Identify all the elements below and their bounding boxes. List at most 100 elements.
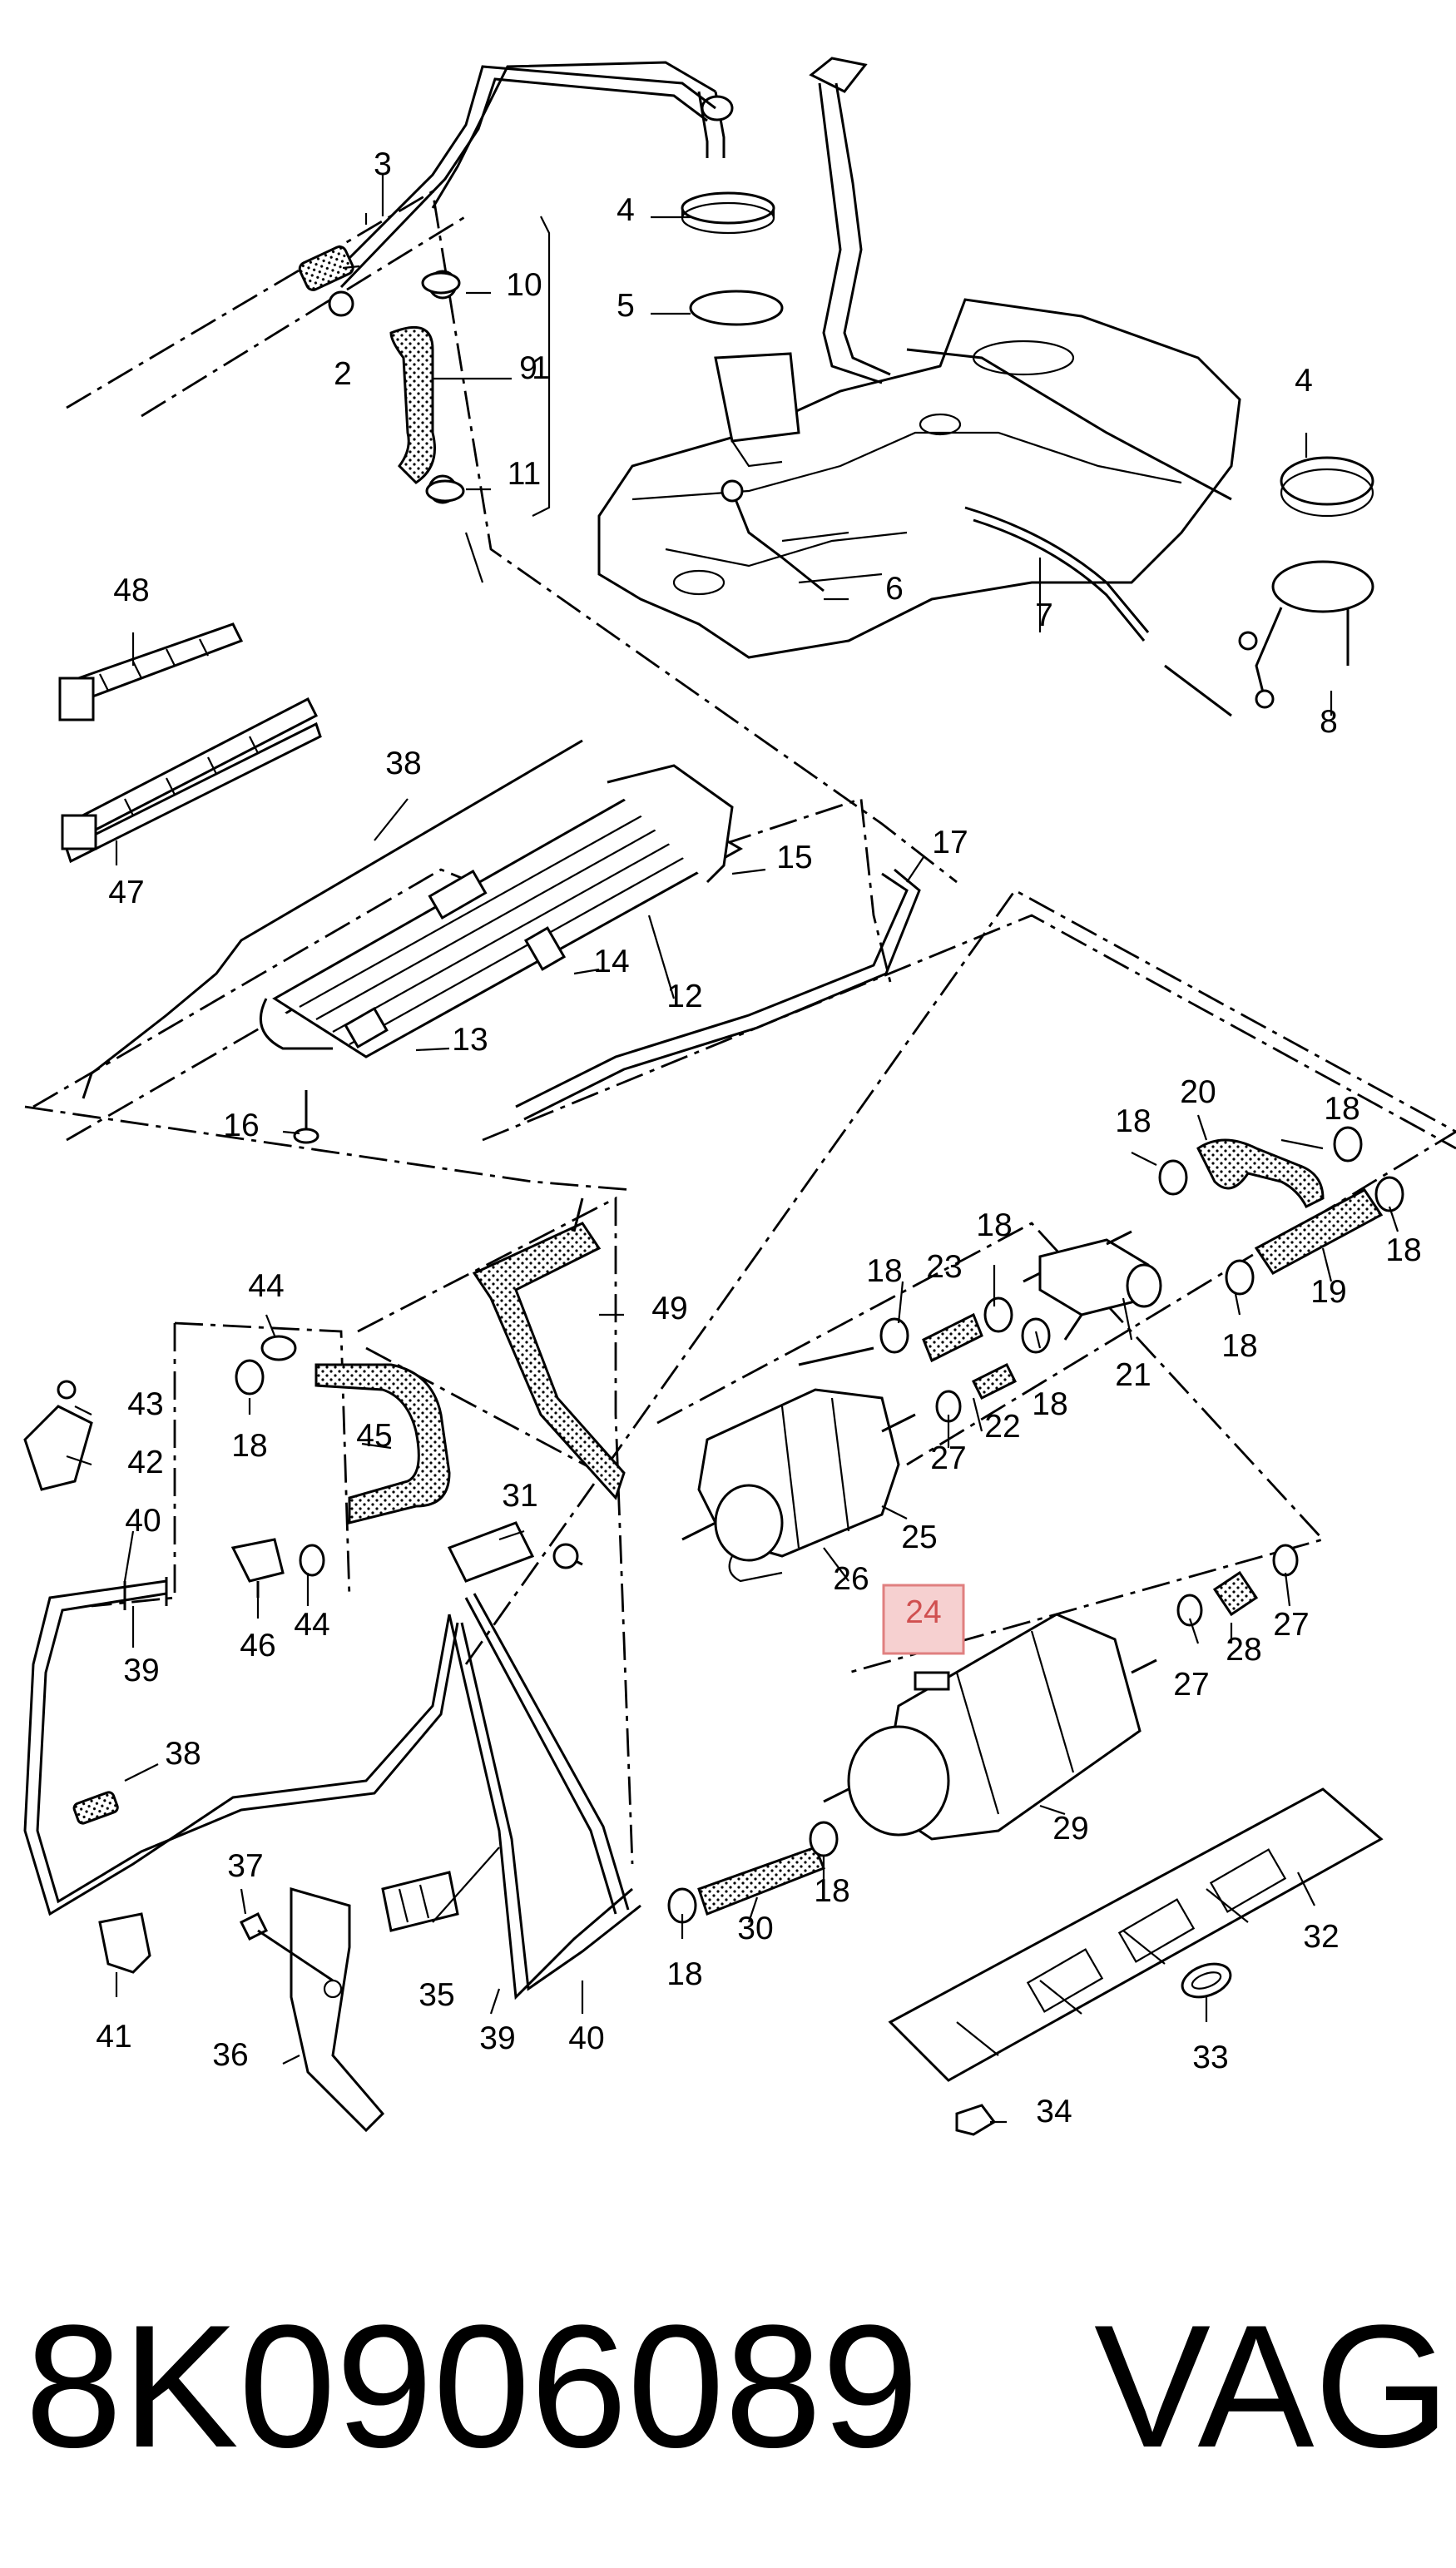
callout-44: 44 — [294, 1607, 329, 1643]
highlight-box — [882, 1584, 965, 1655]
line-7 — [964, 506, 1232, 717]
callout-7: 7 — [1035, 597, 1053, 633]
cable-tie-47 — [61, 697, 322, 864]
clip-31 — [447, 1521, 535, 1583]
callout-38: 38 — [165, 1736, 201, 1772]
callout-18: 18 — [666, 1956, 702, 1992]
callout-39: 39 — [123, 1653, 159, 1688]
callout-27: 27 — [930, 1440, 966, 1476]
fuel-tank — [597, 57, 1241, 659]
hose-19 — [1254, 1188, 1384, 1275]
callout-21: 21 — [1115, 1357, 1151, 1393]
part-number-label: 8K0906089 — [25, 2288, 919, 2484]
canister-bracket — [259, 764, 744, 1144]
fuel-filter-upper — [681, 1388, 916, 1583]
callout-32: 32 — [1303, 1919, 1339, 1955]
callout-27: 27 — [1273, 1607, 1309, 1643]
callout-16: 16 — [223, 1108, 259, 1143]
brand-label: VAG — [1094, 2288, 1450, 2484]
line-49 — [472, 1197, 626, 1569]
callout-26: 26 — [833, 1561, 869, 1597]
line-short-top — [798, 1346, 874, 1366]
cable-tie-48 — [58, 622, 244, 721]
callout-11: 11 — [508, 456, 542, 492]
callout-38: 38 — [385, 746, 421, 781]
callout-3: 3 — [374, 146, 392, 182]
callout-31: 31 — [502, 1478, 537, 1514]
callout-42: 42 — [127, 1445, 163, 1480]
callout-40: 40 — [568, 2020, 604, 2056]
callout-18: 18 — [1221, 1328, 1257, 1364]
callout-6: 6 — [885, 571, 904, 607]
connector-21 — [1023, 1230, 1162, 1341]
callout-18: 18 — [814, 1873, 849, 1909]
callout-29: 29 — [1052, 1811, 1088, 1847]
callout-36: 36 — [212, 2037, 248, 2073]
callout-12: 12 — [666, 979, 702, 1014]
clip-35 — [381, 1871, 459, 1932]
heat-shield-32 — [888, 1787, 1384, 2082]
callout-17: 17 — [932, 825, 968, 860]
clip-41 — [98, 1912, 151, 1974]
line-38-upper — [82, 739, 583, 1099]
callout-10: 10 — [506, 267, 542, 303]
hose-23 — [922, 1312, 983, 1363]
callout-4: 4 — [617, 192, 635, 228]
callout-41: 41 — [96, 2019, 131, 2055]
callout-4: 4 — [1295, 363, 1313, 399]
callout-15: 15 — [776, 840, 812, 875]
fuel-pump-29 — [823, 1613, 1157, 1841]
callout-9: 9 — [519, 350, 537, 386]
fuel-pump-sender — [681, 91, 800, 468]
callout-47: 47 — [108, 875, 144, 910]
callout-23: 23 — [926, 1249, 962, 1285]
clamp-44-upper — [260, 1335, 297, 1361]
grommet-33 — [1181, 1962, 1232, 1999]
callout-18: 18 — [1115, 1103, 1151, 1139]
callout-8: 8 — [1320, 704, 1338, 740]
nut-34 — [955, 2104, 997, 2136]
callout-49: 49 — [651, 1291, 687, 1326]
callout-14: 14 — [593, 944, 629, 979]
callout-30: 30 — [737, 1911, 773, 1946]
callout-45: 45 — [356, 1418, 392, 1454]
hose-30 — [697, 1846, 825, 1916]
callout-46: 46 — [240, 1628, 275, 1663]
callout-5: 5 — [617, 288, 635, 324]
callout-18: 18 — [1385, 1232, 1421, 1268]
tank-ring-right — [1238, 456, 1374, 709]
callout-27: 27 — [1173, 1667, 1209, 1703]
callout-35: 35 — [418, 1977, 454, 2013]
callout-34: 34 — [1036, 2094, 1072, 2129]
callout-18: 18 — [976, 1207, 1012, 1243]
callout-33: 33 — [1192, 2040, 1228, 2075]
line-6 — [721, 479, 825, 592]
callout-44: 44 — [248, 1268, 284, 1304]
hose-22 — [971, 1362, 1018, 1401]
callout-43: 43 — [127, 1386, 163, 1422]
callout-24: 24 — [905, 1594, 941, 1630]
callout-25: 25 — [901, 1519, 937, 1555]
callout-22: 22 — [984, 1409, 1020, 1445]
callout-48: 48 — [113, 573, 149, 608]
bolt-37 — [239, 1911, 334, 1982]
callout-2: 2 — [334, 356, 352, 392]
bracket-42 — [23, 1380, 93, 1491]
callout-20: 20 — [1180, 1074, 1216, 1110]
callout-39: 39 — [479, 2020, 515, 2056]
leader-lines — [66, 175, 1399, 2124]
callout-28: 28 — [1226, 1632, 1261, 1668]
callout-19: 19 — [1310, 1274, 1346, 1310]
callout-40: 40 — [125, 1503, 161, 1539]
callout-18: 18 — [231, 1428, 267, 1464]
lines-lower-left — [23, 1579, 641, 2000]
callout-1: 1 — [532, 350, 550, 386]
line-39-40-left — [123, 1577, 168, 1610]
callout-37: 37 — [227, 1848, 263, 1884]
callout-13: 13 — [452, 1022, 488, 1058]
callout-18: 18 — [1032, 1386, 1067, 1422]
hose-45 — [314, 1363, 451, 1524]
